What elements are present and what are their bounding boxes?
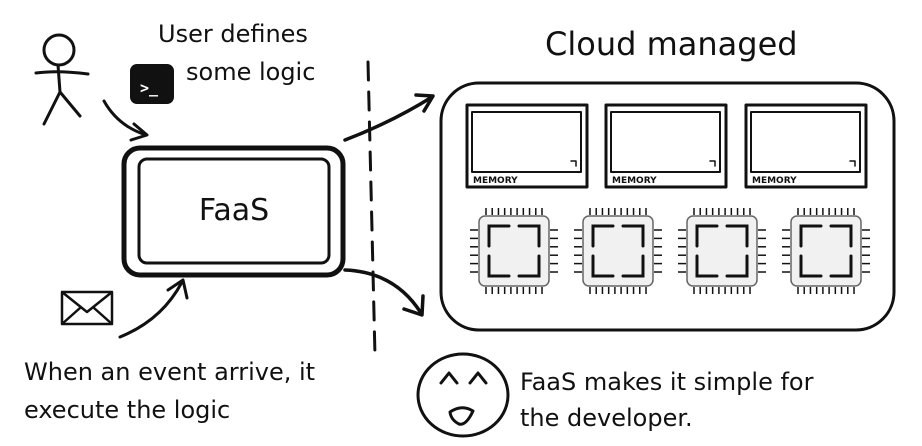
memory-label: MEMORY (752, 176, 797, 186)
memory-block: MEMORY (465, 103, 589, 189)
user-to-faas-arrow (102, 99, 149, 142)
terminal-icon: >_ (130, 64, 174, 104)
faas-to-cloud-arrow-bottom (343, 268, 425, 317)
user-note-line1: User defines (158, 20, 308, 48)
envelope-icon (60, 290, 114, 326)
faas-box-label: FaaS (199, 193, 269, 228)
cpu-chips (470, 208, 870, 294)
cpu-chip (782, 208, 870, 294)
user-note-line2: some logic (186, 58, 315, 86)
memory-label: MEMORY (612, 176, 657, 186)
memory-label: MEMORY (473, 176, 518, 186)
divider-dashed-line (366, 60, 377, 358)
faas-box: FaaS (121, 145, 346, 278)
event-note-line1: When an event arrive, it (24, 358, 315, 386)
memory-block: MEMORY (604, 103, 728, 189)
event-note-line2: execute the logic (24, 396, 230, 424)
cloud-container (439, 81, 896, 332)
faas-to-cloud-arrow-top (343, 93, 435, 142)
developer-note-line1: FaaS makes it simple for (520, 368, 814, 396)
cpu-chip (574, 208, 662, 294)
cloud-title: Cloud managed (545, 25, 798, 63)
memory-block: MEMORY (744, 103, 868, 189)
cpu-chip (678, 208, 766, 294)
stick-figure-user-icon (34, 33, 90, 126)
event-to-faas-arrow (118, 278, 189, 339)
smiley-face-icon (416, 352, 510, 438)
terminal-prompt: >_ (140, 79, 159, 97)
developer-note-line2: the developer. (520, 404, 693, 432)
cpu-chip (470, 208, 558, 294)
